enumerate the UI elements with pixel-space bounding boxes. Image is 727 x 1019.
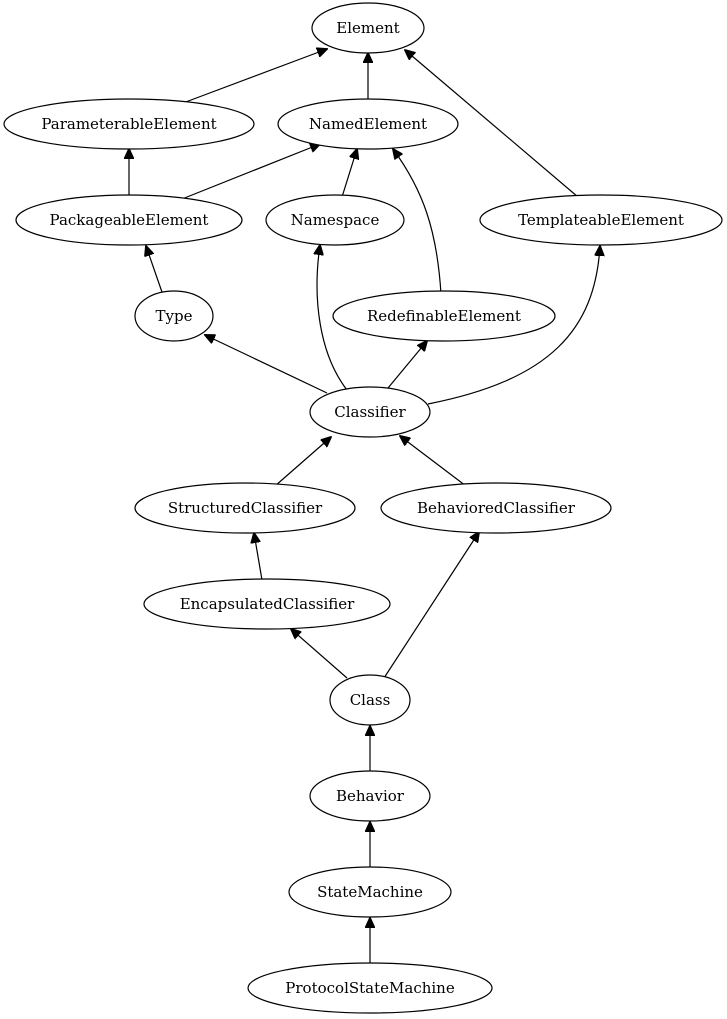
node-label-classifier: Classifier	[334, 403, 406, 421]
edge-classifier-to-redefinableelement	[387, 341, 427, 389]
edge-redefinableelement-to-namedelement	[393, 149, 442, 295]
node-label-encapsulatedclassifier: EncapsulatedClassifier	[180, 595, 355, 613]
edge-classifier-to-type	[205, 335, 328, 394]
node-label-packageableelement: PackageableElement	[50, 211, 209, 229]
nodes: Element ParameterableElement NamedElemen…	[3, 2, 723, 1014]
edge-parameterableelement-to-element	[182, 49, 327, 104]
node-element: Element	[311, 2, 425, 54]
edge-type-to-packageableelement	[146, 246, 164, 296]
node-label-structuredclassifier: StructuredClassifier	[168, 499, 323, 517]
node-label-protocolstatemachine: ProtocolStateMachine	[285, 979, 455, 997]
edge-behavioredclassifier-to-classifier	[400, 436, 467, 487]
node-templateableelement: TemplateableElement	[479, 194, 723, 246]
edge-classifier-to-templateableelement	[427, 246, 600, 405]
edge-encapsulatedclassifier-to-structuredclassifier	[254, 533, 263, 581]
node-label-parameterableelement: ParameterableElement	[41, 115, 216, 133]
edge-packageableelement-to-namedelement	[181, 144, 320, 200]
edge-structuredclassifier-to-classifier	[274, 437, 331, 487]
node-type: Type	[134, 290, 214, 342]
node-label-type: Type	[156, 307, 193, 325]
node-namespace: Namespace	[265, 194, 405, 246]
node-parameterableelement: ParameterableElement	[3, 98, 255, 150]
edge-class-to-encapsulatedclassifier	[291, 629, 348, 679]
node-statemachine: StateMachine	[288, 866, 452, 918]
node-behavioredclassifier: BehavioredClassifier	[380, 482, 612, 534]
node-classifier: Classifier	[309, 386, 431, 438]
node-structuredclassifier: StructuredClassifier	[134, 482, 356, 534]
node-packageableelement: PackageableElement	[15, 194, 243, 246]
node-label-behavioredclassifier: BehavioredClassifier	[417, 499, 576, 517]
node-label-templateableelement: TemplateableElement	[518, 211, 684, 229]
node-class: Class	[329, 674, 411, 726]
node-encapsulatedclassifier: EncapsulatedClassifier	[143, 578, 391, 630]
edge-templateableelement-to-element	[405, 50, 579, 198]
node-label-behavior: Behavior	[336, 787, 405, 805]
node-namedelement: NamedElement	[277, 98, 459, 150]
node-label-namedelement: NamedElement	[309, 115, 427, 133]
edges	[129, 49, 600, 965]
node-label-class: Class	[350, 691, 391, 709]
node-behavior: Behavior	[309, 770, 431, 822]
node-label-element: Element	[336, 19, 399, 37]
edge-namespace-to-namedelement	[341, 149, 357, 198]
edge-class-to-behavioredclassifier	[383, 532, 479, 679]
edge-classifier-to-namespace	[317, 245, 348, 391]
node-label-redefinableelement: RedefinableElement	[367, 307, 521, 325]
node-protocolstatemachine: ProtocolStateMachine	[247, 962, 493, 1014]
node-redefinableelement: RedefinableElement	[332, 290, 556, 342]
node-label-statemachine: StateMachine	[317, 883, 423, 901]
node-label-namespace: Namespace	[291, 211, 380, 229]
